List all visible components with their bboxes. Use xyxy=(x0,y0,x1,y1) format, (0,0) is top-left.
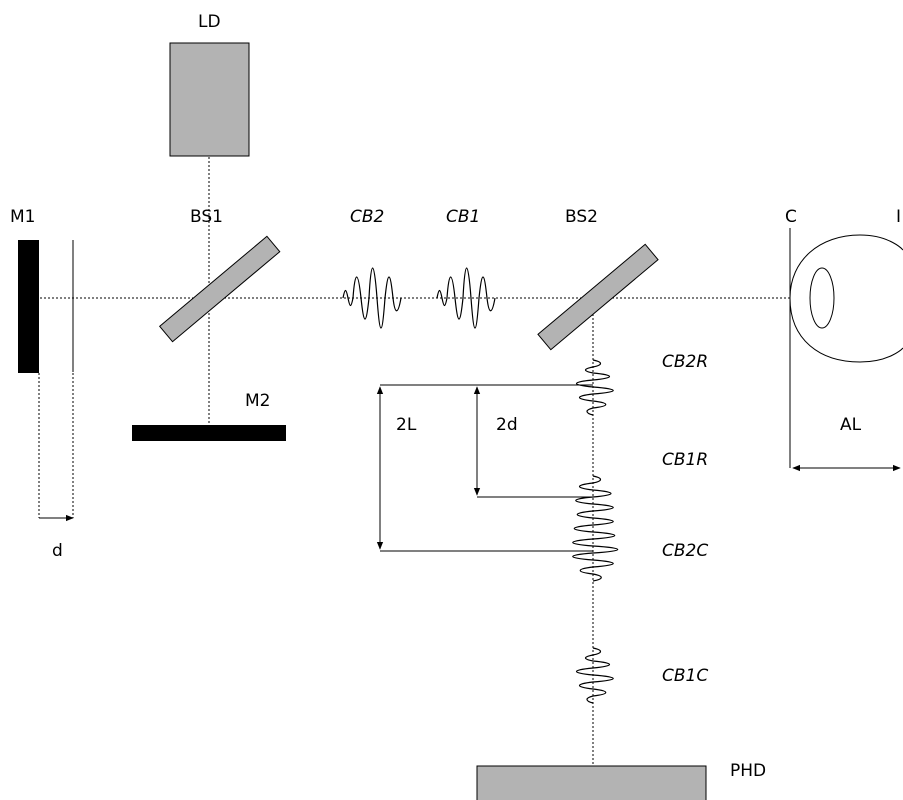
label-cb2c: CB2C xyxy=(662,541,708,561)
eye-outline xyxy=(789,234,903,363)
coherence-burst-cb1 xyxy=(436,267,496,329)
label-ld: LD xyxy=(198,12,221,32)
label-cb2r: CB2R xyxy=(662,352,708,372)
label-d: d xyxy=(52,541,63,561)
beam-splitter-bs2 xyxy=(537,243,659,351)
photodetector xyxy=(476,765,707,800)
label-cb1r: CB1R xyxy=(662,450,708,470)
label-bs1: BS1 xyxy=(190,207,223,227)
label-2d: 2d xyxy=(496,415,518,435)
laser-diode xyxy=(169,42,250,157)
coherence-burst-cb2 xyxy=(342,267,402,329)
label-m1: M1 xyxy=(10,207,35,227)
burst-cb1r-cb2c-overlap xyxy=(572,475,619,582)
label-m2: M2 xyxy=(245,391,270,411)
label-c: C xyxy=(785,207,797,227)
burst-cb1c xyxy=(575,647,614,704)
beam-splitter-bs1 xyxy=(158,235,281,343)
label-cb2: CB2 xyxy=(350,207,384,227)
mirror-m1 xyxy=(18,240,39,373)
burst-cb2r xyxy=(575,359,614,416)
label-cb1c: CB1C xyxy=(662,666,708,686)
label-al: AL xyxy=(840,415,862,435)
eye-lens xyxy=(809,267,835,329)
label-2l: 2L xyxy=(396,415,417,435)
label-i: I xyxy=(896,207,901,227)
label-cb1: CB1 xyxy=(446,207,480,227)
label-phd: PHD xyxy=(730,761,766,781)
mirror-m2 xyxy=(132,425,286,441)
label-bs2: BS2 xyxy=(565,207,598,227)
